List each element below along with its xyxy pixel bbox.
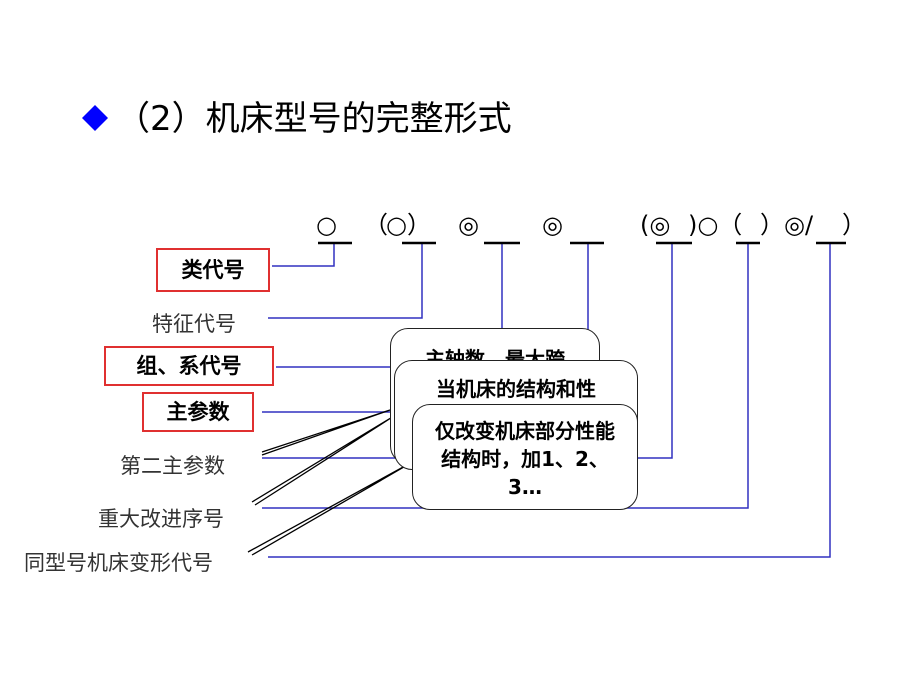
label-feature-code: 特征代号	[152, 312, 236, 336]
format-seg-4: ◎	[458, 211, 479, 239]
label-major-improvement: 重大改进序号	[98, 507, 224, 531]
format-seg-1: ○	[316, 211, 337, 239]
format-seg-6: (◎	[640, 211, 671, 239]
callout-structure-text: 当机床的结构和性	[436, 377, 596, 401]
pointer-improvement	[251, 415, 395, 506]
format-seg-2: （	[364, 211, 388, 239]
page-title: （2）机床型号的完整形式	[116, 99, 512, 139]
label-main-param: 主参数	[142, 392, 254, 432]
label-group-code: 组、系代号	[104, 346, 274, 386]
format-seg-8: ）◎/	[760, 211, 814, 239]
label-class-code: 类代号	[156, 248, 270, 292]
format-seg-7: )○（	[688, 211, 743, 239]
format-seg-3: ○）	[386, 211, 431, 239]
connector-variant	[268, 244, 831, 558]
label-variant-code: 同型号机床变形代号	[24, 551, 213, 575]
pointer-second-param	[261, 409, 391, 456]
callout-partial-change-text: 仅改变机床部分性能结构时，加1、2、3…	[435, 419, 615, 499]
connector-feature-code	[268, 244, 423, 319]
callout-partial-change: 仅改变机床部分性能结构时，加1、2、3…	[412, 404, 638, 510]
diamond-bullet-icon	[82, 105, 108, 131]
format-seg-5: ◎	[542, 211, 563, 239]
format-seg-9: ）	[842, 211, 866, 239]
label-second-main-param: 第二主参数	[120, 454, 225, 478]
connector-class-code	[272, 244, 335, 267]
